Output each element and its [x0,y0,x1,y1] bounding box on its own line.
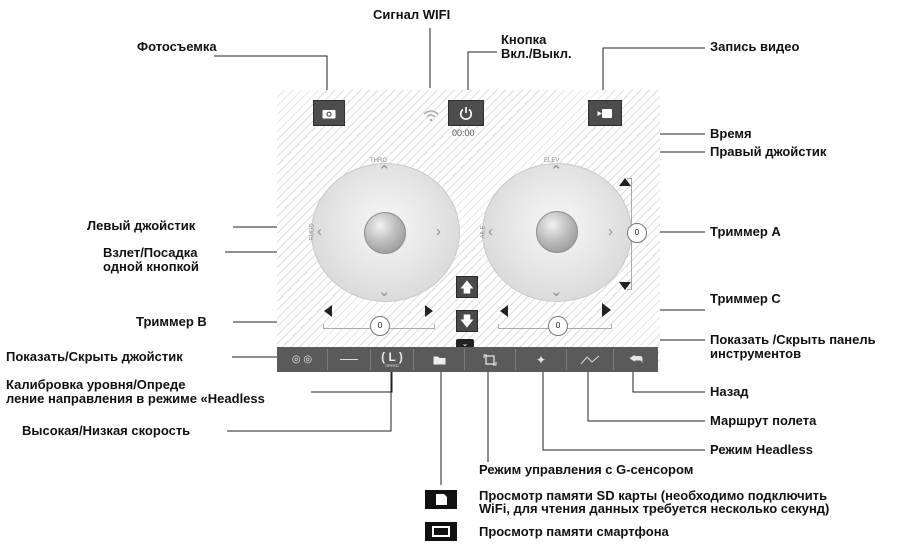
toolbar-separator [327,349,328,370]
chevron-down-icon: ⌄ [461,339,469,348]
label-photo: Фотосъемка [137,39,217,54]
label-trimmer-a: Триммер А [710,224,781,239]
label-right-joystick: Правый джойстик [710,144,827,159]
trimmer-a-down-arrow[interactable] [619,282,631,290]
flight-route-button[interactable] [567,347,613,372]
trimmer-c-right-arrow[interactable] [602,303,611,317]
gsensor-button[interactable] [465,347,515,372]
camera-icon [322,109,336,118]
label-back: Назад [710,384,749,399]
trimmer-a-up-arrow[interactable] [619,178,631,186]
chevron-down-icon: ⌄ [550,283,563,300]
left-joystick[interactable] [311,163,460,302]
back-button[interactable]: ⮪ [614,347,658,372]
label-toggle-toolbar: Показать /Скрыть панель инструментов [710,332,876,361]
toggle-joystick-button[interactable]: ◎ ◎ [277,347,327,372]
smartphone-icon [432,526,450,537]
label-time: Время [710,126,752,141]
video-camera-icon [597,108,612,118]
folder-icon [433,356,445,364]
left-joystick-knob[interactable] [364,212,406,254]
label-power: Кнопка Вкл./Выкл. [501,32,572,61]
arrow-up-icon: 🡅 [459,279,475,295]
trimmer-c-value: 0 [548,316,568,336]
toolbar-separator [566,349,567,370]
chevron-left-icon: ‹ [317,223,322,240]
right-joystick-knob[interactable] [536,211,578,253]
power-button[interactable] [448,100,484,126]
line-route [587,372,705,422]
line-photo [214,55,328,99]
toolbar-separator [370,349,371,370]
trimmer-b-right-arrow[interactable] [425,305,433,317]
label-toggle-joystick: Показать/Скрыть джойстик [6,349,183,364]
gallery-button[interactable] [414,347,464,372]
headless-icon: ✦ [535,352,547,367]
legend-sd-card [425,490,457,509]
legend-smartphone [425,522,457,541]
label-left-joystick: Левый джойстик [87,218,196,233]
elevator-axis-label: ELEV [544,158,560,164]
arrow-down-icon: 🡇 [459,313,475,329]
level-line-icon [340,359,358,360]
label-flight-route: Маршрут полета [710,413,817,428]
toolbar-separator [515,349,516,370]
photo-button[interactable] [313,100,345,126]
label-calibration: Калибровка уровня/Опреде ление направлен… [6,377,265,406]
chevron-up-icon: ⌃ [378,163,391,180]
label-trimmer-b: Триммер В [136,314,207,329]
legend-smartphone-text: Просмотр памяти смартфона [479,524,669,539]
calibration-button[interactable] [328,347,370,372]
line-power [467,51,497,99]
video-record-button[interactable] [588,100,622,126]
line-video [602,47,705,99]
chevron-left-icon: ‹ [488,223,493,240]
chevron-right-icon: › [608,223,613,240]
label-wifi: Сигнал WIFI [373,7,451,22]
back-arrow-icon: ⮪ [629,351,643,368]
label-video: Запись видео [710,39,800,54]
toolbar-separator [464,349,465,370]
trimmer-b-value: 0 [370,316,390,336]
rotate-phone-icon [483,354,497,365]
trimmer-a-value: 0 [627,223,647,243]
label-trimmer-c: Триммер С [710,291,781,306]
power-icon [459,107,473,120]
line-speed [227,372,392,432]
speed-icon: ( L ) [381,350,403,364]
label-headless: Режим Headless [710,442,813,457]
line-headless [542,372,705,451]
legend-sd-card-text: Просмотр памяти SD карты (необходимо под… [479,488,830,516]
trimmer-b-left-arrow[interactable] [324,305,332,317]
label-speed: Высокая/Низкая скорость [22,423,191,438]
trimmer-c-left-arrow[interactable] [500,305,508,317]
chevron-right-icon: › [436,223,441,240]
chevron-down-icon: ⌄ [378,283,391,300]
toggle-toolbar-button[interactable]: ⌄ [456,339,474,348]
line-back [632,372,705,393]
speed-label: SPEED [385,363,399,368]
label-gsensor: Режим управления с G-сенсором [479,462,694,477]
throttle-axis-label: THRO [370,158,387,164]
landing-button[interactable]: 🡇 [456,310,478,332]
wifi-icon [423,108,439,126]
joystick-toggle-icon: ◎ ◎ [291,354,313,365]
toolbar-separator [613,349,614,370]
flight-time: 00:00 [452,128,475,138]
line-calibration [311,372,393,393]
route-icon [580,355,600,364]
rudder-axis-label: RUDD [309,223,316,241]
aileron-axis-label: AILE [480,225,487,239]
toolbar-separator [413,349,414,370]
chevron-up-icon: ⌃ [550,163,563,180]
headless-button[interactable]: ✦ [516,347,566,372]
takeoff-button[interactable]: 🡅 [456,276,478,298]
sd-card-icon [436,494,447,505]
speed-button[interactable]: ( L ) SPEED [371,347,413,372]
label-takeoff-landing: Взлет/Посадка одной кнопкой [103,245,199,274]
